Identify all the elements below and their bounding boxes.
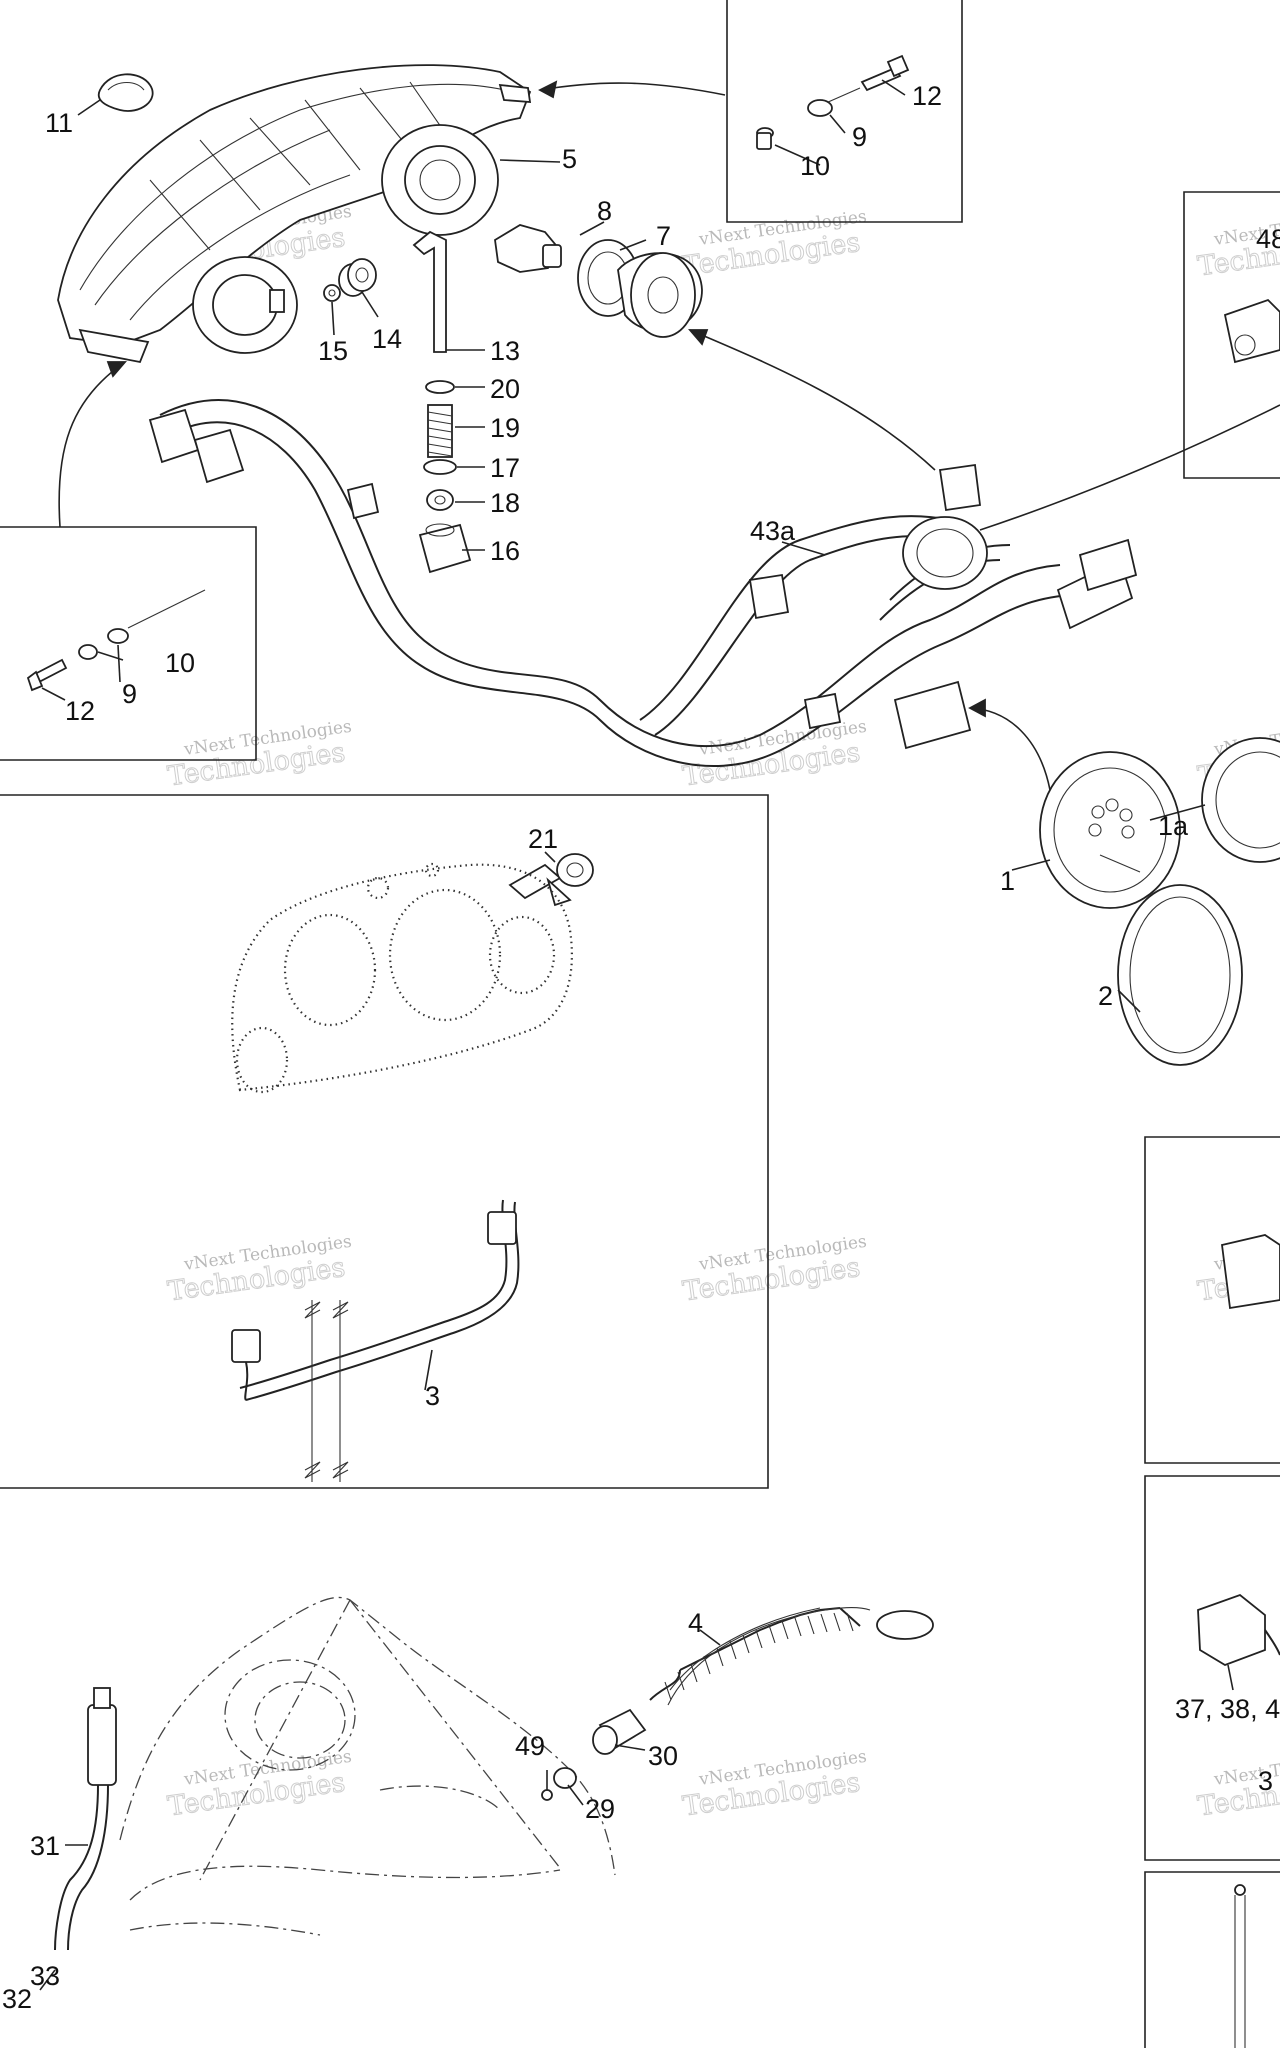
callout-1: 1 [1000, 866, 1015, 896]
callout-15: 15 [318, 336, 348, 366]
callout-3: 3 [425, 1381, 440, 1411]
fasteners-top-inset [756, 54, 910, 150]
bushing-14-nut-15 [323, 258, 377, 302]
headlight-assembly [57, 64, 532, 364]
callout-18: 18 [490, 488, 520, 518]
callout-33: 33 [30, 1961, 60, 1991]
callout-49: 49 [515, 1731, 545, 1761]
callout-20: 20 [490, 374, 520, 404]
callout-3-partial: 3 [1258, 1766, 1273, 1796]
callout-10-top: 10 [800, 151, 830, 181]
callout-14: 14 [372, 324, 402, 354]
inset-box-top-right [726, 0, 963, 223]
callout-30: 30 [648, 1741, 678, 1771]
callout-32: 32 [2, 1984, 32, 2014]
clip-part-11 [97, 73, 154, 112]
callout-29: 29 [585, 1794, 615, 1824]
callout-9-top: 9 [852, 122, 867, 152]
callout-43a: 43a [750, 516, 796, 546]
callout-12-left: 12 [65, 696, 95, 726]
callout-12-top: 12 [912, 81, 942, 111]
callout-numbers: 11 5 8 7 12 9 10 15 14 13 20 19 17 18 16… [2, 81, 1280, 2014]
callout-17: 17 [490, 453, 520, 483]
inset-box-edge-1 [1183, 191, 1280, 479]
callout-1a: 1a [1158, 811, 1189, 841]
gauge-assembly [1039, 737, 1280, 1066]
inset-box-left-fasteners [0, 526, 257, 761]
callout-4: 4 [688, 1608, 703, 1638]
console-dashed [119, 1596, 616, 1936]
sensor-31 [54, 1687, 117, 1951]
callout-19: 19 [490, 413, 520, 443]
adjuster-rod-stack [412, 230, 472, 574]
inset-box-edge-3 [1144, 1475, 1280, 1861]
lanyard-assembly [541, 1606, 934, 1801]
callout-31: 31 [30, 1831, 60, 1861]
callout-13: 13 [490, 336, 520, 366]
key-switch-21 [508, 853, 594, 907]
bulb-and-seals [494, 224, 703, 338]
callout-5: 5 [562, 144, 577, 174]
callout-16: 16 [490, 536, 520, 566]
callout-2: 2 [1098, 981, 1113, 1011]
callout-9-left: 9 [122, 679, 137, 709]
harness-3 [231, 1199, 520, 1482]
callout-7: 7 [656, 221, 671, 251]
callout-21: 21 [528, 824, 558, 854]
inset-box-edge-4 [1144, 1871, 1280, 2048]
pointer-arrows [58, 80, 1280, 791]
callout-48-partial: 48 [1256, 224, 1280, 254]
callout-11: 11 [45, 108, 73, 138]
fasteners-left-inset [26, 589, 206, 692]
callout-37-38: 37, 38, 4 [1175, 1694, 1280, 1724]
inset-box-edge-2 [1144, 1136, 1280, 1464]
instrument-panel-dotted [231, 862, 573, 1094]
inset-box-gauge-panel [0, 794, 769, 1489]
leader-lines [39, 79, 1234, 1991]
right-edge-parts [1197, 298, 1280, 2048]
callout-8: 8 [597, 196, 612, 226]
wiring-harness-43a [148, 399, 1138, 767]
watermarks: vNext Technologies Technologies vNext Te… [165, 202, 1280, 1823]
callout-10-left: 10 [165, 648, 195, 678]
